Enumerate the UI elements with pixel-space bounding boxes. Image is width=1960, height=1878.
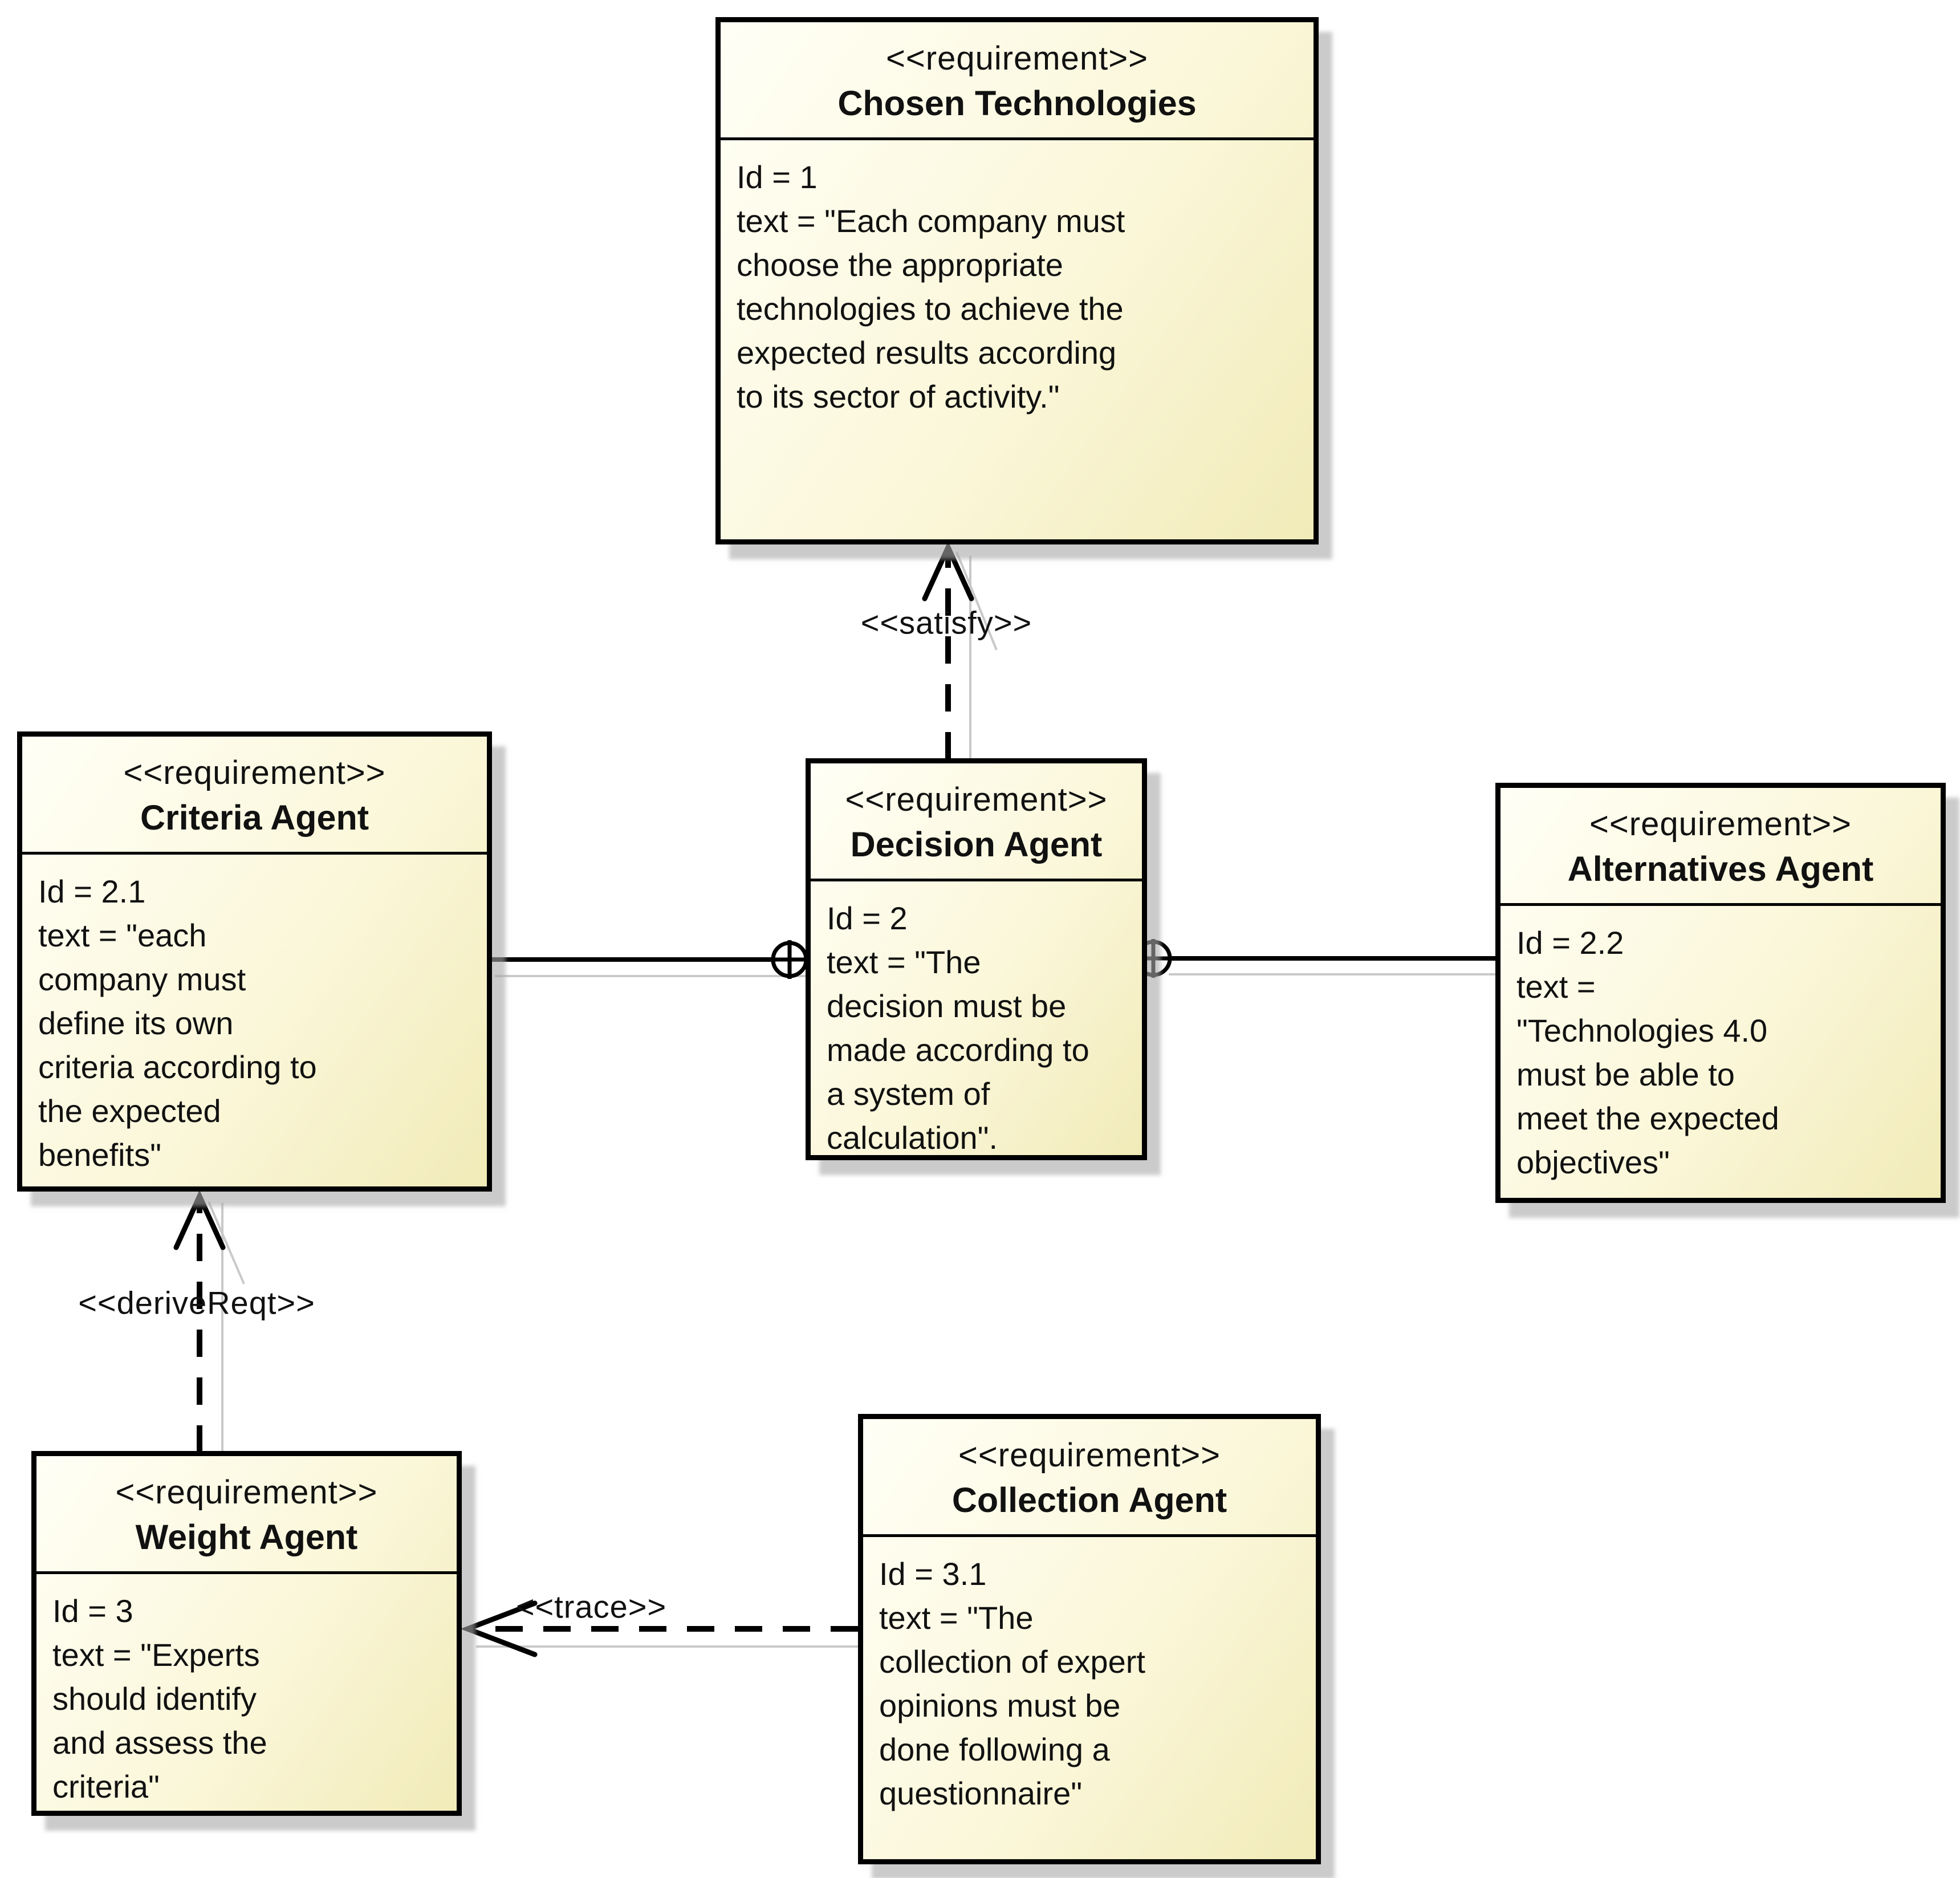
- requirement-property-line: the expected: [38, 1093, 221, 1129]
- requirement-property-line: Id = 3.1: [879, 1556, 987, 1592]
- box-body-compartment: Id = 3 text = "Experts should identify and …: [36, 1574, 457, 1823]
- box-title-compartment: <<requirement>> Alternatives Agent: [1501, 788, 1941, 906]
- requirement-property-line: done following a: [879, 1731, 1110, 1767]
- requirement-property-line: Id = 2: [827, 900, 908, 936]
- box-title-compartment: <<requirement>> Collection Agent: [863, 1419, 1316, 1537]
- requirement-property-line: expected results according: [737, 335, 1117, 371]
- box-title-compartment: <<requirement>> Decision Agent: [811, 763, 1142, 881]
- box-title-compartment: <<requirement>> Weight Agent: [36, 1456, 457, 1574]
- requirement-property-line: collection of expert: [879, 1644, 1145, 1680]
- requirement-name: Alternatives Agent: [1567, 849, 1874, 888]
- requirement-name: Chosen Technologies: [837, 84, 1197, 123]
- requirement-property-line: text = "each: [38, 917, 207, 953]
- requirement-property-line: criteria according to: [38, 1049, 317, 1085]
- requirement-property-line: calculation".: [827, 1120, 998, 1156]
- requirement-box-alternatives-agent: <<requirement>> Alternatives Agent Id = …: [1495, 783, 1946, 1203]
- trace-connector: [460, 1600, 878, 1657]
- requirement-property-line: technologies to achieve the: [737, 291, 1124, 327]
- requirement-name: Collection Agent: [951, 1481, 1227, 1519]
- derivereqt-arrowhead: [173, 1190, 226, 1250]
- trace-arrowhead: [460, 1600, 538, 1657]
- requirement-box-collection-agent: <<requirement>> Collection Agent Id = 3.…: [858, 1414, 1321, 1864]
- satisfy-arrowhead: [922, 541, 974, 601]
- requirement-property-line: and assess the: [52, 1725, 267, 1761]
- requirement-property-line: should identify: [52, 1681, 257, 1717]
- box-body-compartment: Id = 1 text = "Each company must choose th…: [721, 140, 1314, 539]
- requirement-property-line: benefits": [38, 1137, 162, 1173]
- requirement-box-decision-agent: <<requirement>> Decision Agent Id = 2 tex…: [806, 758, 1147, 1160]
- stereotype-label: <<requirement>>: [886, 40, 1148, 77]
- requirement-property-line: choose the appropriate: [737, 247, 1063, 283]
- requirement-name: Weight Agent: [135, 1518, 358, 1556]
- stereotype-label: <<requirement>>: [845, 781, 1108, 818]
- requirement-property-line: criteria": [52, 1769, 160, 1804]
- stereotype-label: <<requirement>>: [1589, 806, 1852, 843]
- requirement-property-line: questionnaire": [879, 1775, 1083, 1811]
- requirement-property-line: company must: [38, 961, 246, 997]
- containment-connector-left: [492, 940, 832, 979]
- satisfy-connector-label: <<satisfy>>: [860, 604, 1032, 641]
- requirement-box-criteria-agent: <<requirement>> Criteria Agent Id = 2.1 t…: [17, 731, 492, 1192]
- requirement-box-chosen-technologies: <<requirement>> Chosen Technologies Id =…: [715, 17, 1319, 544]
- requirement-property-line: Id = 2.1: [38, 873, 146, 909]
- requirement-property-line: "Technologies 4.0: [1516, 1013, 1768, 1048]
- box-title-compartment: <<requirement>> Chosen Technologies: [721, 22, 1314, 140]
- requirement-property-line: define its own: [38, 1005, 234, 1041]
- derivereqt-connector-label: <<deriveReqt>>: [78, 1284, 315, 1321]
- requirement-box-weight-agent: <<requirement>> Weight Agent Id = 3 text …: [31, 1451, 462, 1816]
- requirement-property-line: Id = 3: [52, 1593, 133, 1629]
- requirement-property-line: text = "The: [827, 944, 981, 980]
- requirement-property-line: a system of: [827, 1076, 990, 1112]
- requirement-property-line: Id = 1: [737, 159, 818, 195]
- stereotype-label: <<requirement>>: [115, 1474, 378, 1511]
- satisfy-connector: [922, 541, 998, 759]
- requirement-property-line: made according to: [827, 1032, 1089, 1068]
- requirement-property-line: text = "Each company must: [737, 203, 1125, 239]
- box-body-compartment: Id = 3.1 text = "The collection of expert o…: [863, 1537, 1316, 1859]
- requirement-property-line: Id = 2.2: [1516, 925, 1624, 961]
- containment-connector-right: [1134, 939, 1514, 978]
- stereotype-label: <<requirement>>: [958, 1437, 1221, 1474]
- requirement-property-line: objectives": [1516, 1144, 1670, 1180]
- box-body-compartment: Id = 2.1 text = "each company must define i…: [22, 855, 487, 1192]
- requirement-property-line: meet the expected: [1516, 1100, 1779, 1136]
- trace-connector-label: <<trace>>: [515, 1588, 667, 1625]
- requirement-property-line: must be able to: [1516, 1056, 1735, 1092]
- requirement-property-line: text =: [1516, 969, 1596, 1005]
- requirement-property-line: text = "The: [879, 1600, 1034, 1636]
- box-body-compartment: Id = 2.2 text = "Technologies 4.0 must be a…: [1501, 906, 1941, 1199]
- requirement-property-line: opinions must be: [879, 1688, 1121, 1723]
- box-body-compartment: Id = 2 text = "The decision must be made ac…: [811, 881, 1142, 1174]
- requirement-property-line: to its sector of activity.": [737, 379, 1060, 414]
- requirement-name: Decision Agent: [850, 825, 1103, 864]
- box-title-compartment: <<requirement>> Criteria Agent: [22, 737, 487, 855]
- requirement-name: Criteria Agent: [140, 798, 369, 837]
- requirement-property-line: decision must be: [827, 988, 1067, 1024]
- derivereqt-connector: [173, 1190, 245, 1453]
- requirement-property-line: text = "Experts: [52, 1637, 260, 1673]
- stereotype-label: <<requirement>>: [123, 754, 386, 791]
